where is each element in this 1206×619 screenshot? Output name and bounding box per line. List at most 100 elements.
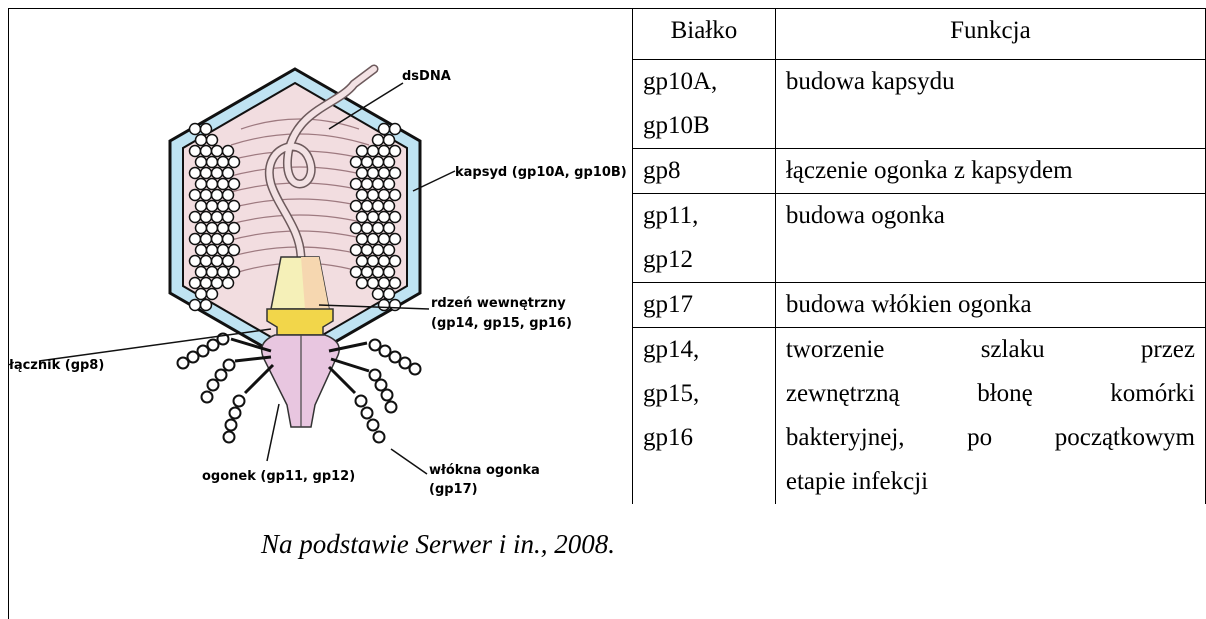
capsid-protein-circle [196,223,207,234]
capsid-protein-circle [201,146,212,157]
capsid-protein-circle [207,245,218,256]
capsid-protein-circle [207,179,218,190]
capsid-protein-circle [373,267,384,278]
protein-line: gp11, [643,194,765,238]
capsid-protein-circle [218,245,229,256]
capsid-protein-circle [373,223,384,234]
capsid-protein-circle [201,168,212,179]
capsid-protein-circle [384,289,395,300]
function-line: budowa włókien ogonka [786,283,1195,327]
function-cell: tworzenie szlaku przez zewnętrzną błonę … [775,328,1205,505]
capsid-protein-circle [373,289,384,300]
figure-caption: Na podstawie Serwer i in., 2008. [9,529,615,560]
fiber-bead [202,392,213,403]
fiber-bead [226,420,237,431]
capsid-protein-circle [212,256,223,267]
fiber-bead [188,352,199,363]
fiber-bead [370,340,381,351]
capsid-protein-circle [223,146,234,157]
capsid-protein-circle [379,300,390,311]
protein-cell: gp10A, gp10B [633,60,776,149]
capsid-protein-circle [190,146,201,157]
capsid-protein-circle [229,223,240,234]
label-wlokna-2: (gp17) [429,482,478,497]
capsid-protein-circle [390,278,401,289]
capsid-protein-circle [201,190,212,201]
protein-line: gp12 [643,238,765,282]
capsid-protein-circle [384,135,395,146]
capsid-protein-circle [357,256,368,267]
capsid-protein-circle [368,234,379,245]
capsid-protein-circle [379,190,390,201]
capsid-protein-circles-left [190,124,240,311]
capsid-protein-circle [351,267,362,278]
capsid-protein-circle [368,256,379,267]
capsid-protein-circle [351,179,362,190]
capsid-protein-circle [384,245,395,256]
capsid-protein-circle [218,201,229,212]
capsid-protein-circle [212,146,223,157]
capsid-protein-circle [379,212,390,223]
fiber-bead [216,370,227,381]
capsid-protein-circle [190,190,201,201]
capsid-protein-circle [201,300,212,311]
label-wlokna-1: włókna ogonka [429,463,540,478]
protein-cell: gp14, gp15, gp16 [633,328,776,505]
function-line: bakteryjnej, po początkowym [786,416,1195,460]
capsid-protein-circle [212,212,223,223]
phage-diagram: dsDNA kapsyd (gp10A, gp10B) rdzeń wewnęt… [9,9,632,529]
fiber-bead [410,364,421,375]
capsid-protein-circle [373,135,384,146]
fiber-bead [224,360,235,371]
capsid-protein-circle [368,278,379,289]
table-row: gp10A, gp10B budowa kapsydu [633,60,1206,149]
capsid-protein-circle [373,157,384,168]
capsid-protein-circle [207,223,218,234]
capsid-protein-circle [229,157,240,168]
capsid-protein-circle [357,278,368,289]
protein-cell: gp11, gp12 [633,194,776,283]
capsid-protein-circle [390,256,401,267]
fiber-bead [198,346,209,357]
fiber-bead [224,432,235,443]
capsid-protein-circle [207,135,218,146]
capsid-protein-circle [384,223,395,234]
capsid-protein-circle [201,124,212,135]
capsid-protein-circle [190,212,201,223]
label-ogonek: ogonek (gp11, gp12) [202,469,355,484]
table-header-row: Białko Funkcja [633,9,1206,60]
capsid-protein-circle [357,190,368,201]
capsid-protein-circle [196,135,207,146]
fiber-bead [230,408,241,419]
function-line: zewnętrzną błonę komórki [786,372,1195,416]
capsid-protein-circle [384,179,395,190]
table-row: gp17 budowa włókien ogonka [633,283,1206,328]
capsid-protein-circle [362,201,373,212]
capsid-protein-circles-right [351,124,401,311]
capsid-protein-circle [379,256,390,267]
function-cell: budowa włókien ogonka [775,283,1205,328]
capsid-protein-circle [218,157,229,168]
table-row: gp11, gp12 budowa ogonka [633,194,1206,283]
phage-figure: dsDNA kapsyd (gp10A, gp10B) rdzeń wewnęt… [9,9,632,619]
capsid-protein-circle [373,201,384,212]
capsid-protein-circle [362,245,373,256]
protein-line: gp8 [643,149,765,193]
capsid-protein-circle [190,124,201,135]
fiber-bead [400,358,411,369]
capsid-protein-circle [368,146,379,157]
label-lacznik: łącznik (gp8) [9,358,104,373]
fiber-bead [382,390,393,401]
capsid-protein-circle [384,267,395,278]
capsid-protein-circle [390,146,401,157]
protein-line: gp17 [643,283,765,327]
capsid-protein-circle [212,190,223,201]
function-line: tworzenie szlaku przez [786,328,1195,372]
capsid-protein-circle [379,124,390,135]
capsid-protein-circle [390,190,401,201]
capsid-protein-circle [212,168,223,179]
fiber-bead [208,380,219,391]
fiber-bead [356,396,367,407]
capsid-protein-circle [357,212,368,223]
